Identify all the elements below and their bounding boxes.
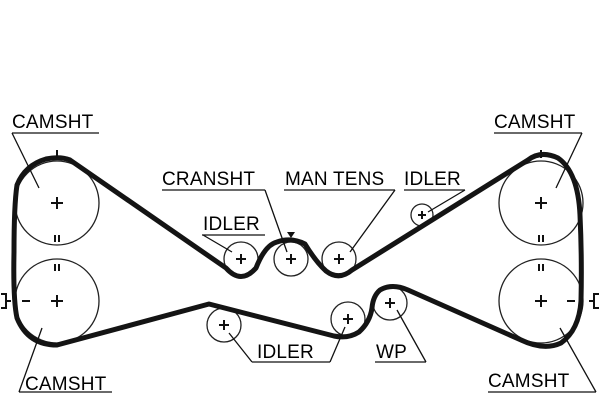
- engine-reference-mark-right: [589, 293, 599, 309]
- plus-mark: [219, 320, 229, 330]
- label-camsht-top-left: CAMSHT: [12, 112, 94, 133]
- leader-wp: [375, 309, 427, 363]
- plus-mark: [535, 295, 547, 307]
- label-wp: WP: [376, 342, 408, 363]
- timing-marks: [1, 150, 599, 309]
- label-cranksht: CRANSHT: [162, 169, 256, 190]
- plus-mark: [535, 197, 547, 209]
- leader-camsht-bottom-left: [18, 327, 112, 393]
- label-camsht-top-right: CAMSHT: [494, 112, 576, 133]
- leader-camsht-top-left: [11, 132, 99, 189]
- plus-mark: [286, 254, 296, 264]
- label-idler-top-left: IDLER: [203, 214, 260, 235]
- label-man-tens: MAN TENS: [285, 169, 385, 190]
- leader-camsht-bottom-right: [488, 327, 597, 393]
- label-idler-bottom: IDLER: [257, 342, 314, 363]
- plus-mark: [51, 295, 63, 307]
- double-tick-mark: [538, 235, 544, 242]
- double-tick-mark: [54, 264, 60, 271]
- double-tick-mark: [538, 264, 544, 271]
- plus-mark: [51, 197, 63, 209]
- label-camsht-bottom-left: CAMSHT: [25, 374, 107, 395]
- leader-camsht-top-right: [494, 132, 583, 189]
- leader-man-tens: [284, 189, 396, 253]
- label-idler-top-right: IDLER: [404, 169, 461, 190]
- leader-idler-top-right: [404, 189, 466, 213]
- leader-idler-bottom: [228, 332, 330, 363]
- label-camsht-bottom-right: CAMSHT: [488, 371, 570, 392]
- plus-mark: [343, 314, 353, 324]
- plus-mark: [236, 254, 246, 264]
- engine-reference-mark-left: [1, 293, 11, 309]
- crank-timing-arrow: [287, 232, 295, 238]
- leader-idler-lower-middle: [329, 326, 346, 363]
- leader-cransht: [162, 189, 288, 253]
- leader-idler-top-left: [202, 234, 265, 253]
- leader-lines: [11, 132, 597, 393]
- timing-belt: [11, 152, 584, 349]
- center-marks: [51, 197, 547, 330]
- plus-mark: [385, 298, 395, 308]
- plus-mark: [334, 254, 344, 264]
- double-tick-mark: [54, 235, 60, 242]
- plus-mark: [418, 211, 426, 219]
